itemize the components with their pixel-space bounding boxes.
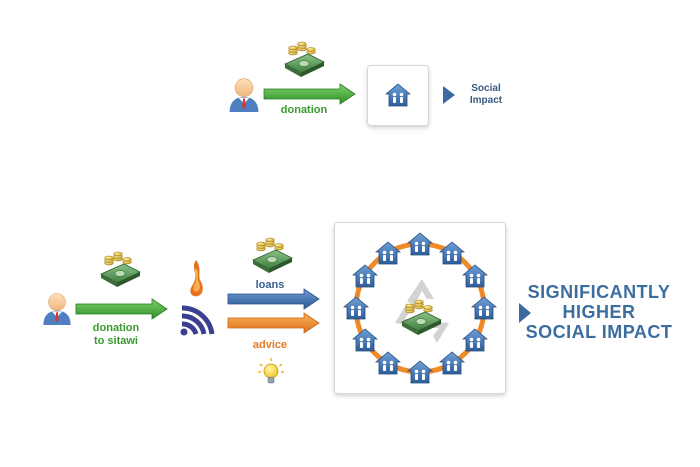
ring-house-icon bbox=[439, 351, 465, 375]
donation-label-line1: donation bbox=[92, 322, 140, 334]
result-pointer-triangle bbox=[519, 303, 531, 323]
top-social-impact-line2: Impact bbox=[469, 95, 503, 106]
top-donation-label: donation bbox=[280, 104, 328, 116]
donation-label-line2: to sitawi bbox=[93, 335, 138, 347]
result-line1: SIGNIFICANTLY bbox=[527, 282, 671, 302]
ring-house-icon bbox=[471, 296, 497, 320]
ring-house-icon bbox=[352, 264, 378, 288]
top-social-impact-label: Social Impact bbox=[462, 83, 510, 107]
bottom-donation-arrow bbox=[75, 298, 168, 320]
ring-house-icon bbox=[375, 241, 401, 265]
bottom-donation-label: donation to sitawi bbox=[76, 322, 156, 348]
loans-label: loans bbox=[255, 279, 285, 291]
advice-arrow bbox=[227, 312, 320, 334]
center-money-stack-icon bbox=[401, 299, 442, 336]
ring-house-icon bbox=[343, 296, 369, 320]
ring-house-icon bbox=[375, 351, 401, 375]
bottom-person-icon bbox=[43, 293, 71, 326]
bottom-money-stack-icon bbox=[100, 251, 141, 288]
ring-house-icon bbox=[407, 232, 433, 256]
result-line3: SOCIAL IMPACT bbox=[525, 322, 673, 342]
ring-house-icon bbox=[462, 328, 488, 352]
sitawi-logo-icon bbox=[180, 260, 215, 336]
lightbulb-icon bbox=[258, 358, 284, 384]
impact-network-panel bbox=[334, 222, 506, 394]
ring-house-icon bbox=[439, 241, 465, 265]
top-impact-panel bbox=[367, 65, 429, 126]
loans-arrow bbox=[227, 288, 320, 310]
advice-label: advice bbox=[252, 339, 288, 351]
top-social-impact-line1: Social bbox=[471, 83, 501, 94]
top-house-icon bbox=[385, 83, 411, 107]
top-donation-arrow bbox=[263, 83, 356, 105]
result-line2: HIGHER bbox=[562, 302, 636, 322]
top-person-icon bbox=[229, 78, 259, 113]
result-title: SIGNIFICANTLY HIGHER SOCIAL IMPACT bbox=[524, 282, 674, 342]
top-pointer-triangle bbox=[443, 86, 455, 104]
ring-house-icon bbox=[462, 264, 488, 288]
top-money-stack-icon bbox=[284, 41, 325, 78]
ring-house-icon bbox=[352, 328, 378, 352]
loans-money-stack-icon bbox=[252, 237, 293, 274]
ring-house-icon bbox=[407, 360, 433, 384]
